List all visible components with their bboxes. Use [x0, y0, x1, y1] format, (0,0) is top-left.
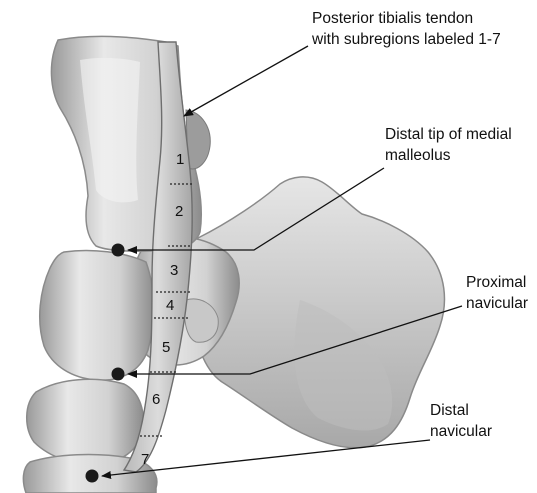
tendon-callout: Posterior tibialis tendon with subregion… — [312, 8, 501, 50]
medial-malleolus-callout: Distal tip of medial malleolus — [385, 124, 512, 166]
proximal-navicular-callout: Proximal navicular — [466, 272, 528, 314]
subregion-label-2: 2 — [175, 203, 183, 220]
medial-malleolus-callout-line1: Distal tip of medial — [385, 124, 512, 145]
distal-navicular-marker — [86, 470, 99, 483]
cuneiform-bone — [27, 379, 143, 464]
medial-malleolus-marker — [112, 244, 125, 257]
proximal-navicular-marker — [112, 368, 125, 381]
tendon-leader-line — [184, 46, 308, 116]
subregion-label-3: 3 — [170, 262, 178, 279]
tendon-callout-line2: with subregions labeled 1-7 — [312, 29, 501, 50]
subregion-label-4: 4 — [166, 297, 174, 314]
subregion-label-7: 7 — [141, 451, 149, 468]
proximal-navicular-callout-line2: navicular — [466, 293, 528, 314]
navicular-bone — [40, 250, 154, 380]
distal-navicular-callout: Distal navicular — [430, 400, 492, 442]
distal-navicular-callout-line1: Distal — [430, 400, 492, 421]
subregion-label-6: 6 — [152, 391, 160, 408]
subregion-label-1: 1 — [176, 151, 184, 168]
distal-navicular-callout-line2: navicular — [430, 421, 492, 442]
medial-malleolus-callout-line2: malleolus — [385, 145, 512, 166]
proximal-navicular-callout-line1: Proximal — [466, 272, 528, 293]
tendon-callout-line1: Posterior tibialis tendon — [312, 8, 501, 29]
subregion-label-5: 5 — [162, 339, 170, 356]
